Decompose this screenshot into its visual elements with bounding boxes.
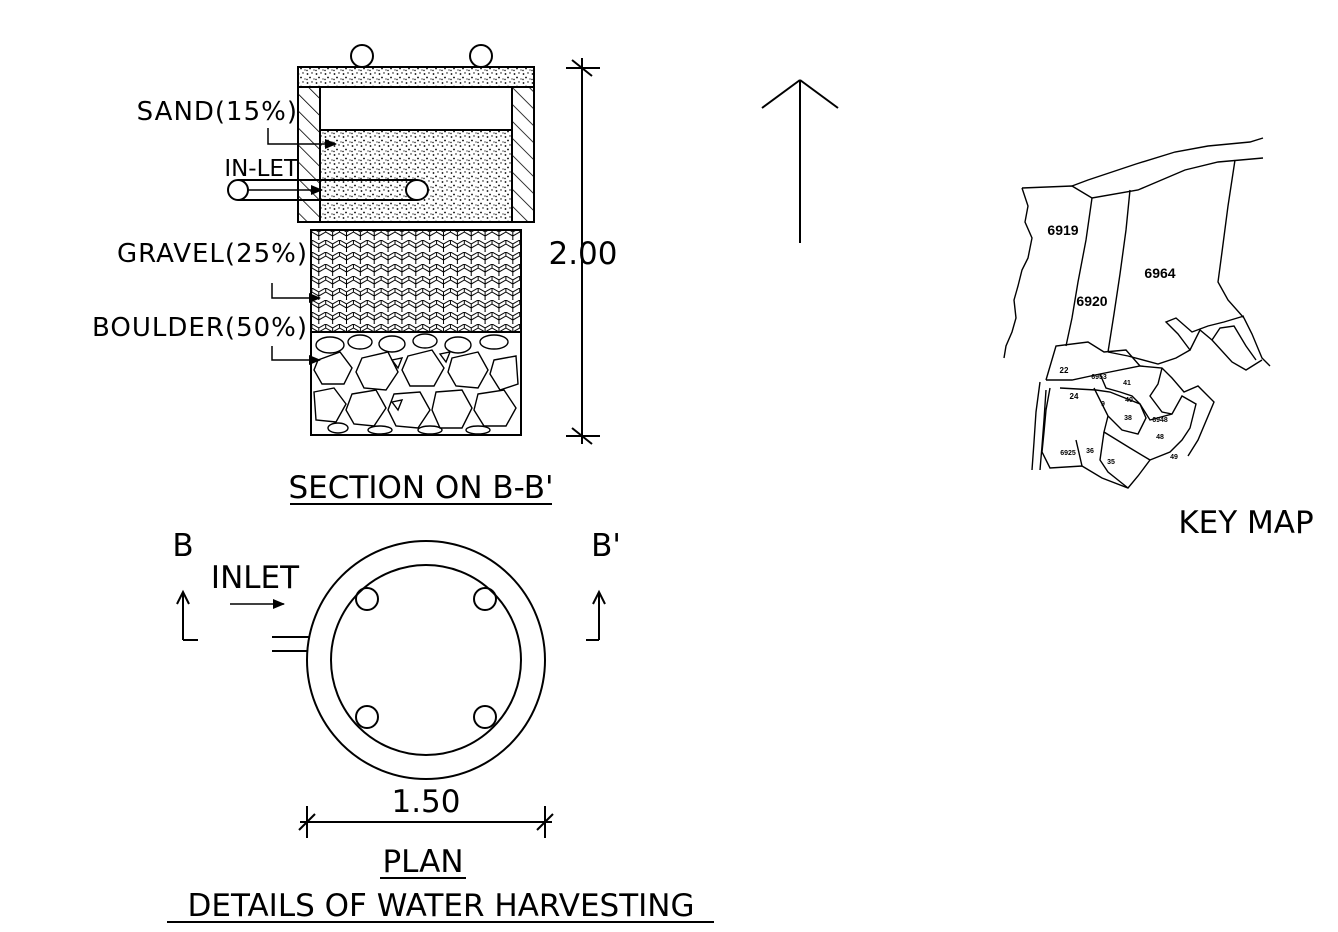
height-value: 2.00 xyxy=(548,236,617,272)
lid-circle-right xyxy=(469,44,493,68)
gravel-layer xyxy=(310,229,522,333)
plan-hole-bottom-right xyxy=(473,705,497,729)
diameter-dimension xyxy=(298,806,554,838)
plot-label: 6919 xyxy=(1047,222,1078,238)
plot-label: 40 xyxy=(1125,397,1133,404)
inner-ring xyxy=(330,564,522,756)
inlet-label: IN-LET xyxy=(224,156,299,182)
cut-label-right: B' xyxy=(591,528,621,564)
plan-hole-top-left xyxy=(355,587,379,611)
plan-view: INLET B B' 1.50 PLAN xyxy=(172,528,621,880)
plot-label: 6964 xyxy=(1144,265,1175,281)
plot-label: 36 xyxy=(1086,448,1094,455)
lid-circle-left xyxy=(350,44,374,68)
cut-marker-left xyxy=(176,589,198,641)
plot-label: 35 xyxy=(1107,459,1115,466)
cut-marker-right xyxy=(586,589,606,641)
gravel-label: GRAVEL(25%) xyxy=(117,239,308,269)
cover-slab xyxy=(297,66,535,88)
right-wall xyxy=(511,86,535,223)
boulder-layer xyxy=(310,331,522,436)
plot-label: 24 xyxy=(1070,392,1079,401)
plan-hole-bottom-left xyxy=(355,705,379,729)
outer-ring xyxy=(306,540,546,780)
plot-label: 6925 xyxy=(1060,450,1076,457)
plot-label: 41 xyxy=(1123,380,1131,387)
diameter-value: 1.50 xyxy=(391,784,460,820)
plot-label: 6920 xyxy=(1076,293,1107,309)
plot-label: 48 xyxy=(1156,434,1164,441)
plot-label: 38 xyxy=(1124,415,1132,422)
height-dimension xyxy=(566,58,600,445)
sand-leader xyxy=(267,128,337,149)
plan-hole-top-right xyxy=(473,587,497,611)
plot-label: 6953 xyxy=(1091,374,1107,381)
plan-title: PLAN xyxy=(382,844,463,880)
north-arrow xyxy=(761,79,839,243)
left-wall xyxy=(297,86,321,223)
key-map-title: KEY MAP xyxy=(1178,505,1313,541)
plot-label: 49 xyxy=(1170,454,1178,461)
plot-label: 22 xyxy=(1060,366,1069,375)
plot-label: 6948 xyxy=(1152,417,1168,424)
main-title: DETAILS OF WATER HARVESTING xyxy=(187,888,694,924)
section-view: SAND(15%) IN-LET GRAVEL(25%) BOULDER(50%… xyxy=(92,44,618,506)
key-map: 6919 6920 6964 22 6953 41 40 24 9 38 694… xyxy=(1003,137,1314,541)
cut-label-left: B xyxy=(172,528,193,564)
sand-label: SAND(15%) xyxy=(137,97,298,127)
plot-label: 9 xyxy=(1101,401,1105,408)
gravel-leader xyxy=(271,283,321,303)
inlet-pipe xyxy=(227,179,429,201)
boulder-leader xyxy=(271,346,321,365)
plan-inlet-label: INLET xyxy=(211,560,300,596)
boulder-label: BOULDER(50%) xyxy=(92,313,308,343)
section-title: SECTION ON B-B' xyxy=(288,470,553,506)
sand-layer xyxy=(319,129,513,223)
